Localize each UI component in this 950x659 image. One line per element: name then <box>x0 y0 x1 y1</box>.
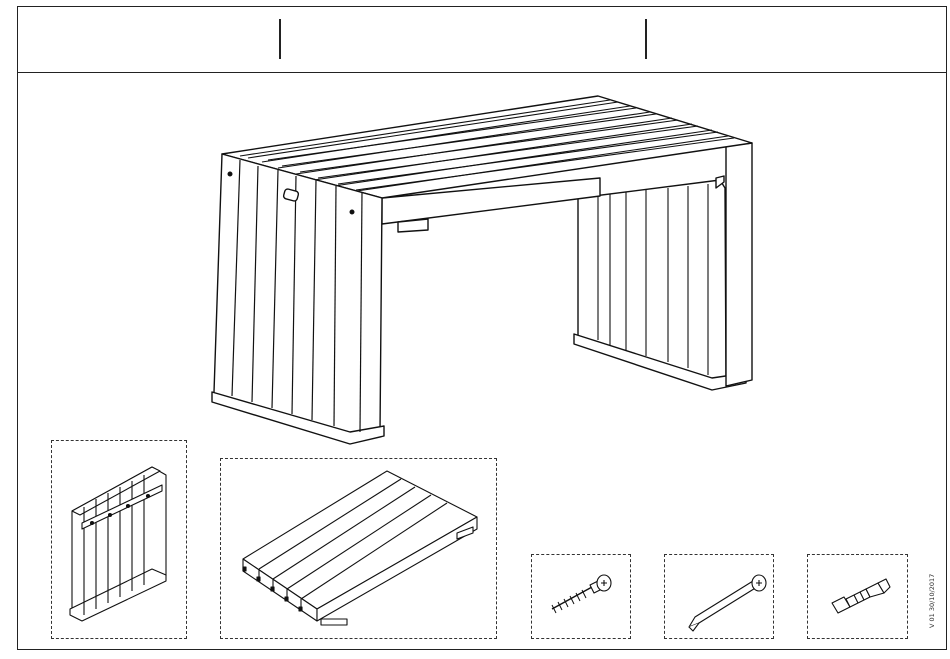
nail-icon <box>665 555 775 640</box>
screwdriver-bit-icon <box>808 555 909 640</box>
part-box-seat-top <box>220 458 497 639</box>
seat-top-icon <box>221 459 498 640</box>
version-stamp: V 01 30/10/2017 <box>928 574 936 628</box>
screw-icon <box>532 555 632 640</box>
part-box-side-panel <box>51 440 187 639</box>
part-box-screw <box>531 554 631 639</box>
part-box-nail <box>664 554 774 639</box>
side-panel-icon <box>52 441 188 640</box>
part-box-bit <box>807 554 908 639</box>
